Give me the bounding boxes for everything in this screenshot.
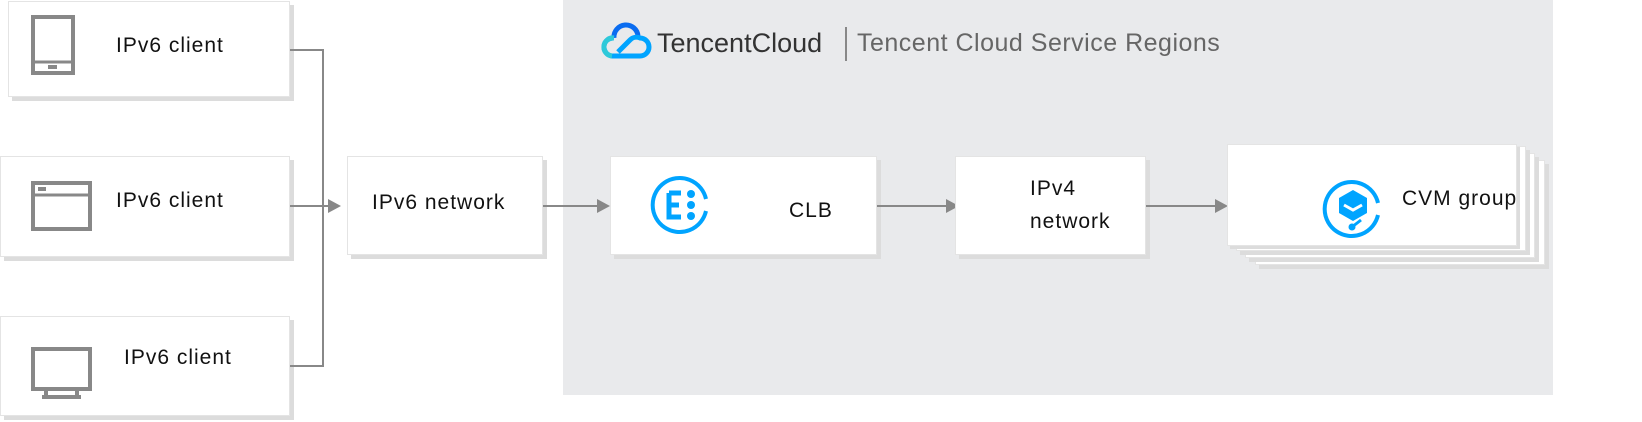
ipv4-network-box	[955, 156, 1146, 255]
monitor-icon	[31, 347, 92, 399]
clb-icon	[650, 176, 708, 234]
ipv6-network-label: IPv6 network	[372, 191, 506, 214]
region-title: Tencent Cloud Service Regions	[857, 29, 1221, 57]
connector-line	[322, 49, 324, 367]
client-box-monitor	[0, 316, 290, 416]
client-box-browser	[0, 156, 290, 257]
ipv4-network-label-line2: network	[1030, 210, 1111, 233]
connector-line	[543, 205, 598, 207]
divider	[845, 27, 847, 61]
tencent-cloud-logo-icon	[601, 22, 652, 59]
connector-line	[290, 49, 324, 51]
client-label: IPv6 client	[116, 189, 224, 212]
arrow-head	[328, 199, 341, 213]
connector-line	[290, 365, 324, 367]
arrow-head	[597, 199, 610, 213]
arrow-head	[1215, 199, 1228, 213]
ipv6-network-box	[347, 156, 543, 255]
clb-label: CLB	[789, 199, 833, 222]
connector-line	[290, 205, 330, 207]
connector-line	[1146, 205, 1216, 207]
ipv4-network-label-line1: IPv4	[1030, 177, 1077, 200]
connector-line	[877, 205, 947, 207]
tablet-icon	[31, 15, 75, 75]
client-label: IPv6 client	[124, 346, 232, 369]
cvm-group-label: CVM group	[1402, 187, 1518, 210]
cvm-icon	[1322, 180, 1380, 238]
client-label: IPv6 client	[116, 34, 224, 57]
browser-window-icon	[31, 181, 92, 231]
brand-name: TencentCloud	[657, 28, 823, 58]
